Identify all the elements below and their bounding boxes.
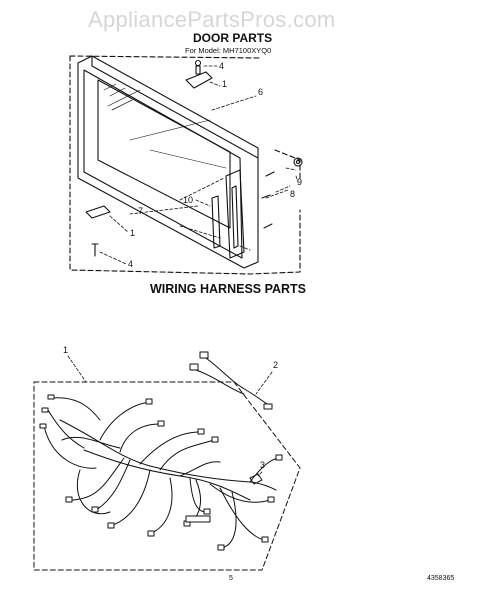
main-harness-trunk xyxy=(59,419,277,491)
door-button xyxy=(293,157,303,167)
door-handle xyxy=(225,169,245,259)
wire-connectors xyxy=(39,394,283,551)
callout-door-1-top: 1 xyxy=(222,79,228,89)
callout-door-10: 10 xyxy=(183,195,194,205)
harness-clip-part-3 xyxy=(249,473,263,485)
screw-bottom xyxy=(91,243,99,257)
harness-part-2 xyxy=(189,351,273,410)
page-number: 5 xyxy=(229,575,233,582)
hinge-bottom xyxy=(85,205,111,219)
callout-wiring-1: 1 xyxy=(63,345,69,355)
door-assembly-boundary xyxy=(69,55,301,275)
document-code: 4358365 xyxy=(427,575,455,582)
wiring-harness-boundary xyxy=(33,381,301,571)
door-window xyxy=(97,79,231,229)
callout-door-1-bottom: 1 xyxy=(130,228,136,238)
callout-door-7: 7 xyxy=(138,206,144,216)
callout-wiring-2: 2 xyxy=(273,360,279,370)
callout-door-9: 9 xyxy=(297,177,303,187)
harness-branches xyxy=(43,397,279,549)
callout-door-6: 6 xyxy=(258,87,264,97)
door-latch xyxy=(211,195,221,249)
door-parts-title: DOOR PARTS xyxy=(193,31,273,45)
callout-wiring-3: 3 xyxy=(260,460,266,470)
callout-door-4-top: 4 xyxy=(219,61,225,71)
hinge-top xyxy=(185,65,213,89)
watermark: AppliancePartsPros.com xyxy=(88,7,336,32)
callout-door-4-bottom: 4 xyxy=(128,259,134,269)
model-number: For Model: MH7100XYQ0 xyxy=(185,46,272,55)
screws-right xyxy=(261,171,275,229)
callout-door-8: 8 xyxy=(290,189,296,199)
wiring-harness-title: WIRING HARNESS PARTS xyxy=(150,282,307,296)
